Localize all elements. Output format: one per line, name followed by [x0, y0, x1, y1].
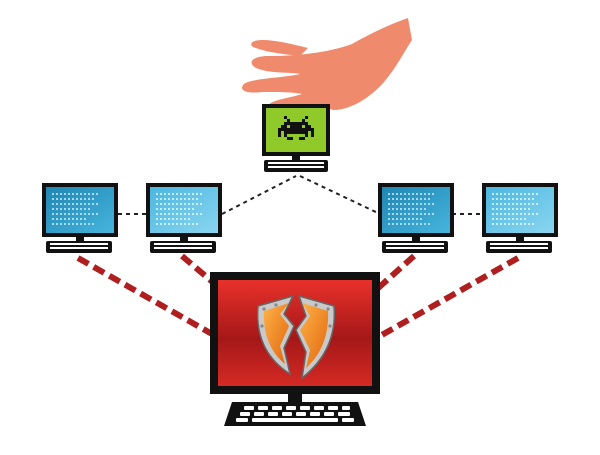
dashed-network-links — [118, 175, 484, 215]
red-link-1 — [76, 255, 214, 337]
infected-computer — [262, 104, 330, 172]
link-infected-to-right — [299, 175, 381, 215]
red-attack-links — [76, 253, 520, 339]
infected-keys — [268, 162, 324, 168]
hand-icon — [242, 18, 412, 110]
broken-shield-icon — [256, 294, 336, 380]
space-invader-icon — [278, 116, 314, 140]
computer-3 — [378, 183, 454, 253]
computer-1 — [42, 183, 118, 253]
link-left-to-infected — [221, 175, 297, 215]
computer-4 — [482, 183, 558, 253]
main-computer — [210, 272, 380, 426]
computer-2 — [146, 183, 222, 253]
main-screen — [218, 280, 372, 386]
red-link-3 — [373, 253, 417, 293]
main-stand — [288, 394, 302, 402]
main-keyboard-keys — [236, 406, 354, 422]
red-link-4 — [378, 255, 520, 339]
infected-stand — [292, 156, 300, 160]
